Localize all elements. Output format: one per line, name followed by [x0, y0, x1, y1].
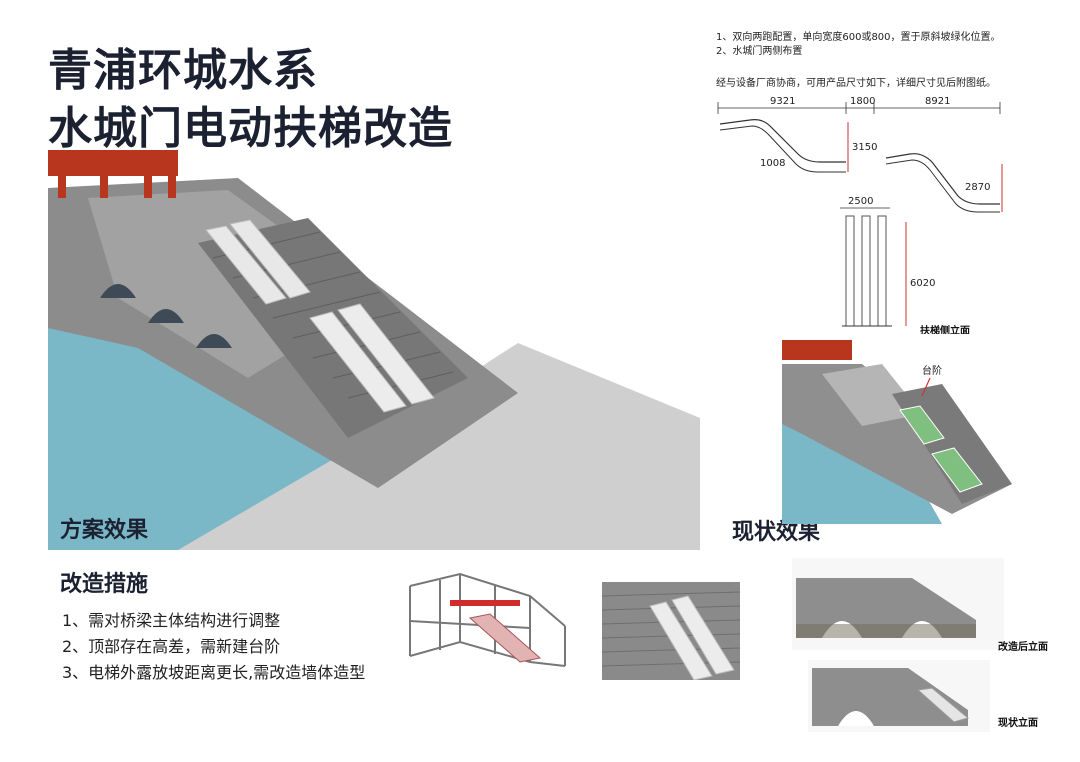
current-effect-label: 现状效果: [732, 520, 821, 545]
note-2: 2、水城门两侧布置: [716, 46, 803, 57]
escalator-upper-right: [229, 219, 311, 299]
escalator-profile-left: [719, 119, 846, 163]
after-elevation-drawing: [792, 558, 1004, 650]
escalator-lower-left: [309, 311, 407, 413]
red-beam: [450, 600, 520, 606]
closeup-escalator-right: [671, 595, 735, 675]
current-elevation-caption: 现状立面: [998, 718, 1038, 729]
closeup-escalator-left: [649, 601, 713, 680]
current-state-render: 台阶: [782, 334, 1040, 524]
escalator-upper-left: [205, 225, 287, 305]
measures-heading: 改造措施: [60, 572, 149, 597]
escalator-closeup: [602, 582, 740, 680]
current-arch: [838, 711, 874, 726]
escalator-profile-right: [885, 153, 1000, 205]
page-title-line1: 青浦环城水系: [48, 45, 318, 96]
current-elevation-drawing: [808, 660, 990, 732]
measure-item: 2、顶部存在高差，需新建台阶: [62, 637, 281, 656]
side-elevation-caption: 扶梯侧立面: [920, 326, 970, 337]
dim-2870: 2870: [965, 182, 990, 193]
green-stair-lower: [931, 447, 983, 493]
escalator-dimension-drawing: 9321 1800 8921 3150 1008 2870 2500 6020: [717, 96, 1003, 327]
measures-list: 1、需对桥梁主体结构进行调整 2、顶部存在高差，需新建台阶 3、电梯外露放坡距离…: [62, 608, 365, 686]
current-pavilion: [782, 340, 852, 360]
dim-9321: 9321: [770, 96, 795, 107]
structure-frame-diagram: [400, 566, 572, 672]
proposal-effect-label: 方案效果: [60, 518, 149, 543]
dim-6020: 6020: [910, 278, 935, 289]
dim-2500: 2500: [848, 196, 873, 207]
green-stair-upper: [899, 405, 945, 445]
dim-8921: 8921: [925, 96, 950, 107]
measure-item: 3、电梯外露放坡距离更长,需改造墙体造型: [62, 663, 366, 682]
measure-item: 1、需对桥梁主体结构进行调整: [62, 611, 281, 630]
step-label: 台阶: [922, 364, 942, 377]
dim-1800: 1800: [850, 96, 875, 107]
note-1: 1、双向两跑配置，单向宽度600或800，置于原斜坡绿化位置。: [716, 32, 1001, 43]
page-title-line2: 水城门电动扶梯改造: [48, 103, 453, 154]
after-elevation-caption: 改造后立面: [998, 642, 1048, 653]
dim-1008: 1008: [760, 158, 785, 169]
current-escalator: [916, 687, 970, 723]
current-wall: [812, 668, 968, 726]
dim-3150: 3150: [852, 142, 877, 153]
proposal-render: [48, 148, 700, 550]
note-3: 经与设备厂商协商，可用产品尺寸如下，详细尺寸见后附图纸。: [716, 78, 996, 89]
escalator-lower-right: [337, 303, 435, 405]
elevation-post: [845, 215, 855, 327]
frame-escalator: [468, 613, 542, 663]
pavilion: [48, 150, 178, 176]
